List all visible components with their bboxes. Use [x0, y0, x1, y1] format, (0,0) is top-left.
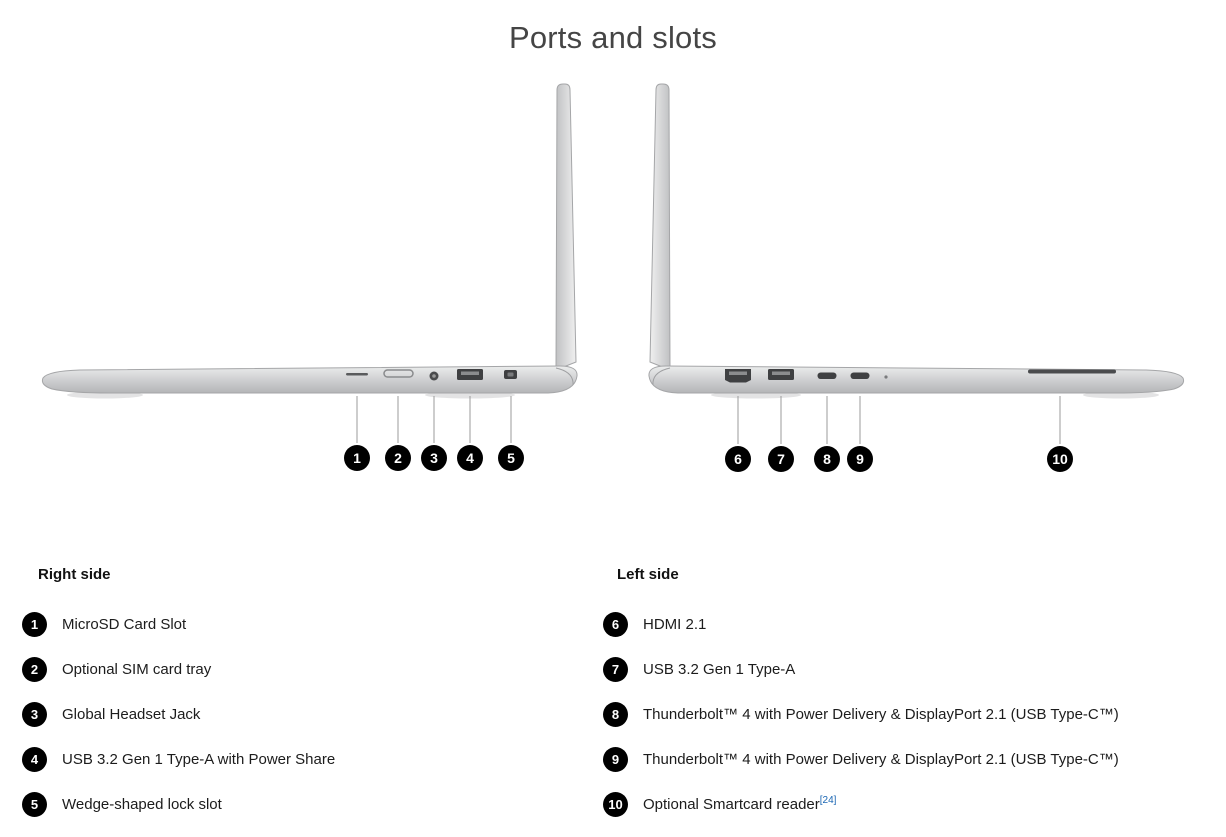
page-title: Ports and slots [508, 20, 718, 55]
diagram-callout-6: 6 [725, 446, 751, 472]
hinge [555, 367, 574, 386]
sim-card-tray [383, 369, 414, 378]
legend-item: 1 MicroSD Card Slot [22, 611, 186, 637]
diagram-callout-3: 3 [421, 445, 447, 471]
ports-diagram [41, 83, 1185, 444]
callout-number: 1 [22, 611, 47, 637]
legend-item: 3 Global Headset Jack [22, 701, 200, 727]
callout-number: 4 [22, 746, 47, 772]
callout-number: 3 [22, 701, 47, 727]
legend-label: MicroSD Card Slot [62, 615, 187, 633]
laptop-lid [649, 83, 671, 371]
legend-label: Thunderbolt™ 4 with Power Delivery & Dis… [643, 750, 1119, 768]
legend-label: Optional Smartcard reader[24] [643, 794, 837, 813]
laptop-lid [555, 83, 577, 371]
callout-number: 6 [603, 611, 628, 637]
legend-label: USB 3.2 Gen 1 Type-A [643, 660, 796, 678]
diagram-callout-4: 4 [457, 445, 483, 471]
callout-number: 2 [22, 656, 47, 682]
headset-jack [429, 371, 439, 381]
callout-number: 5 [22, 791, 47, 817]
callout-number: 7 [603, 656, 628, 682]
legend-label: Optional SIM card tray [62, 660, 212, 678]
laptop-base [41, 365, 578, 394]
lock-slot [504, 370, 517, 379]
legend-item: 5 Wedge-shaped lock slot [22, 791, 222, 817]
legend-label: HDMI 2.1 [643, 615, 707, 633]
hdmi-port [725, 369, 751, 383]
legend-item: 8 Thunderbolt™ 4 with Power Delivery & D… [603, 701, 1119, 727]
usb-a-port [457, 369, 483, 380]
diagram-callout-5: 5 [498, 445, 524, 471]
usb-c-port [850, 372, 870, 379]
legend-label-text: Optional Smartcard reader [643, 795, 820, 813]
callout-number: 9 [603, 746, 628, 772]
legend-label: Wedge-shaped lock slot [62, 795, 222, 813]
callout-leader-lines [737, 396, 1061, 444]
legend-item: 4 USB 3.2 Gen 1 Type-A with Power Share [22, 746, 335, 772]
usb-c-port [817, 372, 837, 379]
legend-item: 9 Thunderbolt™ 4 with Power Delivery & D… [603, 746, 1119, 772]
laptop-left-side-illustration [648, 83, 1185, 444]
footnote-ref[interactable]: [24] [819, 794, 837, 806]
diagram-callout-2: 2 [385, 445, 411, 471]
legend-label: Thunderbolt™ 4 with Power Delivery & Dis… [643, 705, 1119, 723]
legend-item: 7 USB 3.2 Gen 1 Type-A [603, 656, 795, 682]
diagram-callout-8: 8 [814, 446, 840, 472]
smartcard-slot [1028, 369, 1116, 374]
usb-a-port [768, 369, 794, 380]
diagram-callout-1: 1 [344, 445, 370, 471]
diagram-callout-10: 10 [1047, 446, 1073, 472]
legend-item: 10 Optional Smartcard reader[24] [603, 791, 836, 817]
diagram-callout-7: 7 [768, 446, 794, 472]
legend-item: 2 Optional SIM card tray [22, 656, 211, 682]
legend-label: Global Headset Jack [62, 705, 201, 723]
legend-item: 6 HDMI 2.1 [603, 611, 706, 637]
legend-heading-left-side: Left side [617, 566, 679, 583]
hinge [652, 367, 671, 386]
legend-heading-right-side: Right side [38, 566, 111, 583]
microsd-slot [346, 373, 368, 376]
status-led [884, 375, 888, 379]
legend-label: USB 3.2 Gen 1 Type-A with Power Share [62, 750, 336, 768]
laptop-right-side-illustration [41, 83, 578, 443]
callout-number: 8 [603, 701, 628, 727]
callout-number: 10 [603, 791, 628, 817]
callout-leader-lines [356, 396, 512, 443]
diagram-callout-9: 9 [847, 446, 873, 472]
